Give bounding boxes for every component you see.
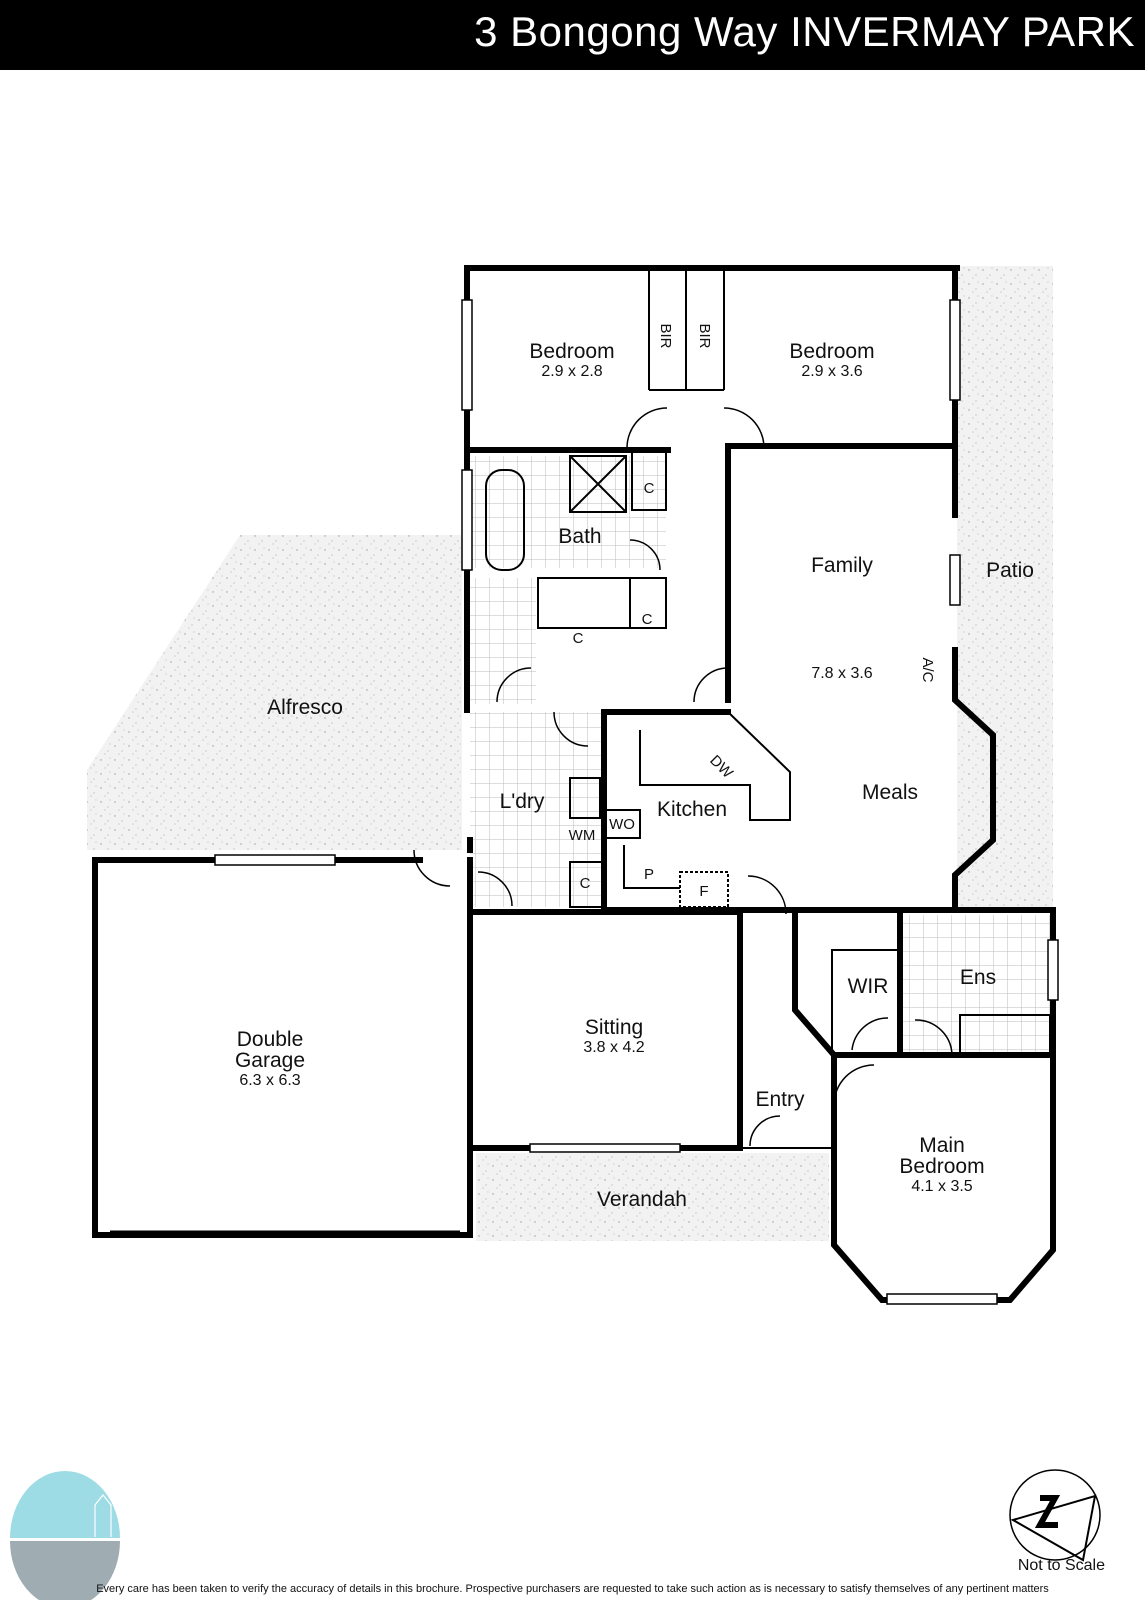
sitting-dims: 3.8 x 4.2 xyxy=(583,1039,644,1056)
main-bedroom-dims: 4.1 x 3.5 xyxy=(911,1178,972,1195)
verandah-area xyxy=(476,1153,829,1241)
main-bedroom-label-line2: Bedroom xyxy=(899,1155,984,1178)
cupboard-label: C xyxy=(644,480,655,497)
patio-label: Patio xyxy=(986,559,1034,582)
patio-area xyxy=(957,266,1053,908)
garage-label-line1: Double xyxy=(237,1028,304,1051)
north-compass-icon xyxy=(1009,1469,1101,1562)
wir-label: WIR xyxy=(848,975,889,998)
bir-2-label: BIR xyxy=(696,323,713,348)
family-dims: 7.8 x 3.6 xyxy=(811,665,872,682)
toilet-tiles xyxy=(470,578,536,704)
pantry-label: P xyxy=(644,866,654,883)
entry-label: Entry xyxy=(755,1088,805,1111)
alfresco-area xyxy=(87,535,462,850)
room-labels: Bedroom 2.9 x 2.8 Bedroom 2.9 x 3.6 BIR … xyxy=(235,323,1034,1211)
main-bedroom-label-line1: Main xyxy=(919,1134,965,1157)
garage-label-line2: Garage xyxy=(235,1049,305,1072)
meals-label: Meals xyxy=(862,781,918,804)
fridge-label: F xyxy=(699,883,708,900)
bedroom-1-label: Bedroom xyxy=(529,340,614,363)
wall-oven-label: WO xyxy=(609,816,635,833)
ensuite-tiles xyxy=(900,915,1050,1055)
bedroom-2-label: Bedroom xyxy=(789,340,874,363)
family-label: Family xyxy=(811,554,873,577)
washing-machine-label: WM xyxy=(569,827,596,844)
cupboard-label: C xyxy=(573,630,584,647)
sitting-label: Sitting xyxy=(585,1016,643,1039)
bath-label: Bath xyxy=(558,525,601,548)
bath-tiles xyxy=(470,456,666,568)
title-bar: 3 Bongong Way INVERMAY PARK xyxy=(0,0,1145,70)
garage-dims: 6.3 x 6.3 xyxy=(239,1072,300,1089)
laundry-label: L'dry xyxy=(500,790,545,813)
windows xyxy=(214,299,1059,1305)
ensuite-label: Ens xyxy=(960,966,996,989)
property-address: 3 Bongong Way INVERMAY PARK xyxy=(474,8,1135,55)
cupboard-label: C xyxy=(642,611,653,628)
ac-label: A/C xyxy=(919,657,936,682)
bedroom-1-dims: 2.9 x 2.8 xyxy=(541,363,602,380)
dishwasher-label: DW xyxy=(706,752,736,782)
not-to-scale-note: Not to Scale xyxy=(1017,1557,1105,1574)
interior-lines xyxy=(110,268,1051,1234)
cupboard-label: C xyxy=(580,875,591,892)
bir-1-label: BIR xyxy=(657,323,674,348)
bedroom-2-dims: 2.9 x 3.6 xyxy=(801,363,862,380)
kitchen-label: Kitchen xyxy=(657,798,727,821)
disclaimer: Every care has been taken to verify the … xyxy=(96,1583,1049,1595)
door-swings xyxy=(413,407,953,1147)
alfresco-label: Alfresco xyxy=(267,696,343,719)
verandah-label: Verandah xyxy=(597,1188,687,1211)
company-logo xyxy=(10,1471,120,1600)
